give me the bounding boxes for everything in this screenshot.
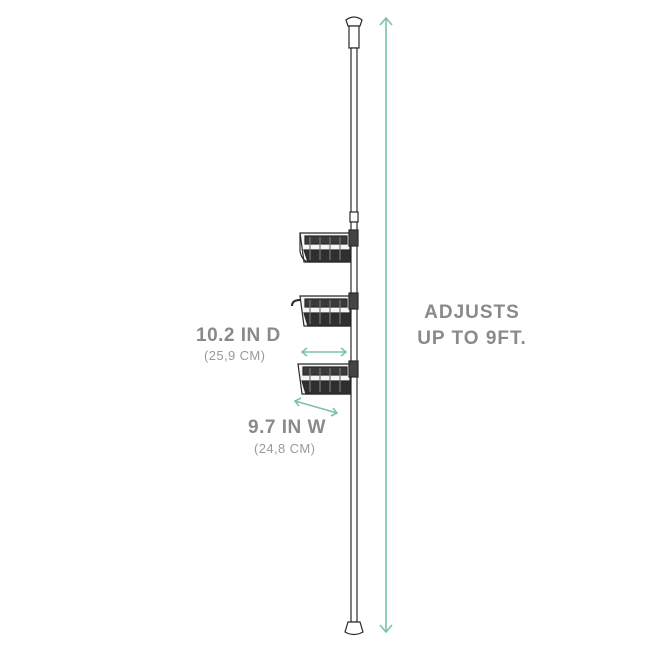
basket-top: [299, 229, 359, 263]
depth-arrow: [300, 347, 348, 357]
height-label-line2: UP TO 9FT.: [417, 328, 527, 349]
top-cap: [345, 16, 363, 27]
height-label-line1: ADJUSTS: [424, 302, 520, 323]
depth-metric-label: (25,9 CM): [204, 348, 266, 363]
lower-pole: [350, 221, 358, 623]
tension-pole: [344, 16, 364, 636]
width-label: 9.7 IN W: [248, 417, 326, 438]
depth-label: 10.2 IN D: [196, 325, 281, 346]
basket-bottom: [297, 360, 359, 395]
bottom-foot: [344, 621, 364, 636]
basket-middle: [291, 292, 359, 327]
width-metric-label: (24,8 CM): [254, 441, 316, 456]
width-arrow: [293, 397, 339, 417]
mid-collar: [349, 211, 359, 223]
height-label: ADJUSTS UP TO 9FT.: [402, 300, 542, 352]
upper-pole: [350, 47, 358, 214]
top-collar: [348, 25, 360, 49]
height-arrow: [379, 16, 393, 634]
